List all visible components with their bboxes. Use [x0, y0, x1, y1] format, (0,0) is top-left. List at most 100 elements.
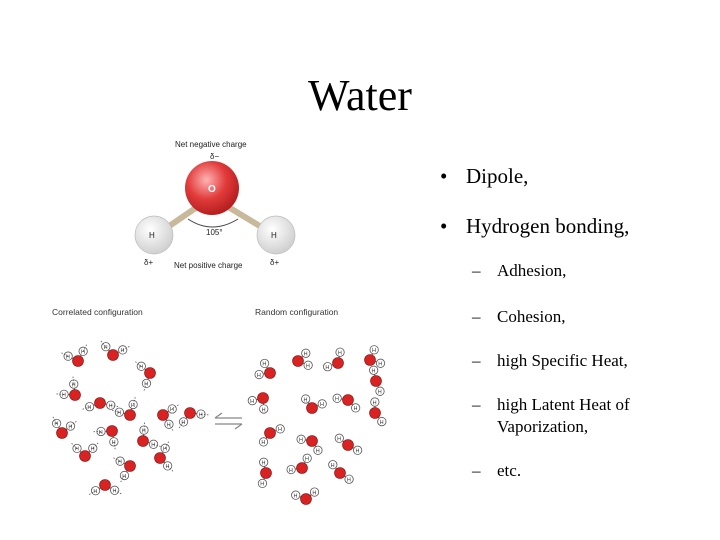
oxygen-atom — [306, 435, 318, 447]
oxygen-atom — [332, 357, 344, 369]
hydrogen-atom — [257, 478, 268, 489]
hydrogen-atom-label: H — [122, 474, 126, 480]
sub-bullet-text: high Latent Heat of Vaporization, — [497, 395, 630, 436]
oxygen-atom — [260, 467, 272, 479]
hydrogen-atom-label: H — [355, 449, 359, 455]
hydrogen-atom-label: H — [199, 412, 203, 418]
hydrogen-atom-label: H — [112, 440, 116, 446]
oxygen-atom — [334, 467, 346, 479]
hydrogen-bond — [134, 361, 142, 367]
hydrogen-atom-label: H — [121, 348, 125, 354]
hydrogen-atom-label: H — [347, 478, 351, 484]
oxygen-atom — [157, 409, 169, 421]
hydrogen-atom — [313, 445, 323, 455]
hydrogen-bond — [120, 475, 125, 483]
hydrogen-atom-label: H — [99, 430, 103, 436]
oxygen-atom — [296, 462, 308, 474]
hydrogen-atom — [344, 474, 354, 484]
hydrogen-bond — [70, 442, 78, 449]
hydrogen-atom-label: H — [378, 362, 382, 368]
hydrogen-atom-label: H — [117, 410, 121, 416]
hydrogen-bond — [70, 420, 77, 427]
hydrogen-atom-label: H — [289, 468, 293, 474]
hydrogen-atom-label: H — [306, 364, 310, 370]
hydrogen-bond — [112, 457, 121, 462]
hydrogen-bond — [110, 404, 119, 408]
oxygen-atom — [369, 407, 381, 419]
hydrogen-atom-label: H — [104, 345, 108, 351]
hydrogen-atom-label: H — [151, 443, 155, 449]
oxygen-atom — [292, 355, 304, 367]
sub-bullet-item: –high Latent Heat of Vaporization, — [472, 394, 672, 438]
hydrogen-atom — [296, 434, 306, 444]
net-positive-charge-label: Net positive charge — [174, 261, 243, 270]
hydrogen-atom — [88, 443, 98, 453]
hydrogen-atom-label: H — [278, 427, 282, 433]
oxygen-atom — [264, 367, 276, 379]
hydrogen-bond — [167, 465, 174, 472]
hydrogen-bond — [81, 406, 90, 410]
oxygen-atom — [184, 407, 196, 419]
hydrogen-atom — [259, 404, 269, 414]
hydrogen-atom — [115, 456, 125, 466]
hydrogen-atom-label: H — [335, 397, 339, 403]
hydrogen-atom-label: H — [261, 440, 265, 446]
hydrogen-atom — [260, 358, 270, 369]
hydrogen-atom-label: H — [109, 403, 113, 409]
hydrogen-bond — [72, 376, 75, 385]
hydrogen-bond — [113, 441, 116, 450]
oxygen-atom — [99, 479, 111, 491]
hydrogen-atom-label: H — [167, 423, 171, 429]
sub-bullet-text: Adhesion, — [497, 261, 567, 280]
hydrogen-atom-label: H — [91, 447, 95, 453]
hydrogen-atom-label: H — [54, 422, 58, 428]
oxygen-atom — [257, 392, 269, 404]
hydrogen-atom-label: H — [163, 447, 167, 453]
hydrogen-bond — [52, 416, 57, 424]
hydrogen-atom-label: H — [81, 350, 85, 356]
hydrogen-bond — [164, 441, 170, 449]
sub-bullet-item: –high Specific Heat, — [472, 350, 692, 372]
hydrogen-atom — [303, 360, 313, 370]
delta-plus-right-label: δ+ — [270, 258, 279, 267]
hydrogen-atom-label: H — [325, 365, 329, 371]
hydrogen-atom — [301, 348, 311, 358]
oxygen-atom — [107, 349, 119, 361]
hydrogen-bond — [143, 422, 146, 431]
hydrogen-atom — [353, 445, 363, 455]
hydrogen-atom-label: H — [262, 407, 266, 413]
hydrogen-atom-label: H — [378, 390, 382, 396]
oxygen-atom — [137, 435, 149, 447]
oxygen-atom — [185, 161, 239, 215]
hydrogen-atom — [167, 404, 177, 414]
hydrogen-atom-label: H — [305, 457, 309, 463]
hydrogen-atom-label: H — [371, 369, 375, 375]
hydrogen-atom — [128, 399, 138, 410]
oxygen-atom — [69, 389, 81, 401]
hydrogen-atom — [302, 453, 312, 463]
hydrogen-atom-label: H — [316, 449, 320, 455]
hydrogen-atom-label: H — [142, 428, 146, 434]
hydrogen-atom — [258, 437, 269, 447]
hydrogen-atom-label: H — [62, 393, 66, 399]
hydrogen-atom-label: H — [380, 420, 384, 426]
hydrogen-bond — [200, 413, 209, 416]
hydrogen-bond — [92, 442, 99, 449]
bond-angle-label: 105° — [206, 228, 223, 237]
hydrogen-atom-label: H — [337, 437, 341, 443]
hydrogen-atom — [114, 407, 124, 417]
oxygen-atom — [154, 452, 166, 464]
hydrogen-bond — [171, 404, 180, 410]
hydrogen-atom-label: H — [139, 365, 143, 371]
bullet-item: •Hydrogen bonding, — [440, 214, 630, 238]
hydrogen-bond — [114, 489, 122, 495]
hydrogen-atom-left-label: H — [149, 231, 155, 240]
hydrogen-atom-label: H — [312, 490, 316, 496]
sub-bullet-item: –etc. — [472, 460, 692, 482]
hydrogen-atom-label: H — [87, 405, 91, 411]
sub-bullet-text: high Specific Heat, — [497, 351, 628, 370]
random-configuration-label: Random configuration — [255, 307, 338, 317]
